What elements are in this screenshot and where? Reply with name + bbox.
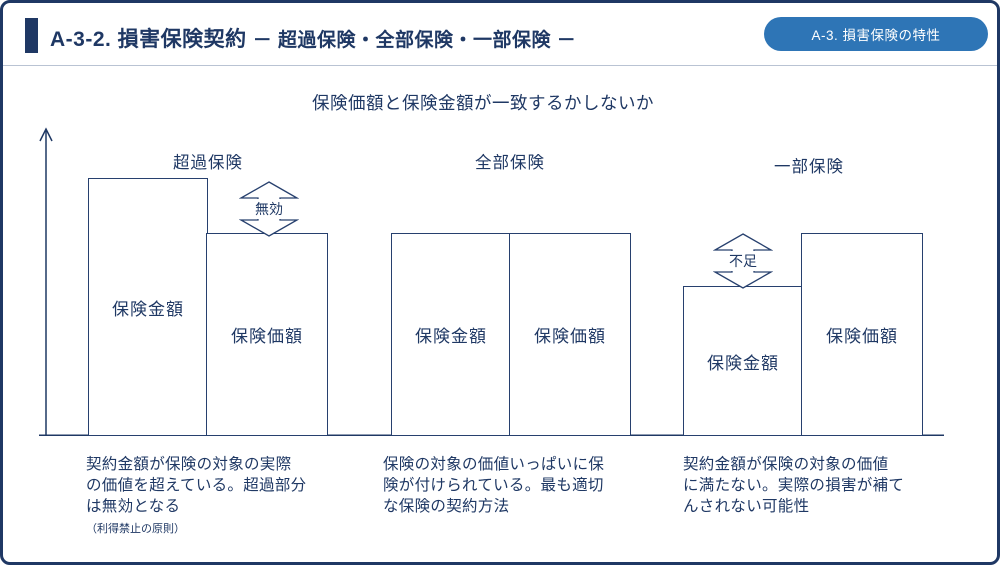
bar-excess-insured-value: 保険価額 bbox=[206, 233, 328, 436]
gap-label-void: 無効 bbox=[253, 199, 285, 219]
description-note: （利得禁止の原則） bbox=[86, 522, 185, 535]
bar-excess-insured-amount: 保険金額 bbox=[88, 178, 208, 436]
bar-label: 保険価額 bbox=[826, 327, 898, 346]
bar-label: 保険金額 bbox=[112, 299, 184, 319]
chart-title: 保険価額と保険金額が一致するかしないか bbox=[312, 93, 654, 113]
gap-arrow-void: 無効 bbox=[239, 181, 299, 237]
bar-partial-insured-amount: 保険金額 bbox=[683, 286, 803, 436]
description-text: 契約金額が保険の対象の実際 の価値を超えている。超過部分 は無効となる bbox=[86, 456, 307, 515]
y-axis-arrowhead-icon bbox=[39, 127, 53, 142]
group-label-full: 全部保険 bbox=[475, 154, 545, 172]
bar-label: 保険価額 bbox=[231, 327, 303, 346]
description-full: 保険の対象の価値いっぱいに保 険が付けられている。最も適切 な保険の契約方法 bbox=[383, 455, 658, 518]
bar-label: 保険金額 bbox=[415, 327, 487, 346]
description-text: 契約金額が保険の対象の価値 に満たない。実際の損害が補て んされない可能性 bbox=[683, 456, 905, 515]
section-badge: A-3. 損害保険の特性 bbox=[764, 17, 988, 51]
description-partial: 契約金額が保険の対象の価値 に満たない。実際の損害が補て んされない可能性 bbox=[683, 455, 963, 518]
description-text: 保険の対象の価値いっぱいに保 険が付けられている。最も適切 な保険の契約方法 bbox=[383, 456, 605, 515]
description-excess: 契約金額が保険の対象の実際 の価値を超えている。超過部分 は無効となる （利得禁… bbox=[86, 455, 356, 536]
header-divider bbox=[3, 65, 997, 66]
gap-label-shortfall: 不足 bbox=[727, 251, 759, 271]
page-title-main: A-3-2. 損害保険契約 bbox=[50, 28, 247, 51]
gap-arrow-shortfall: 不足 bbox=[713, 233, 773, 289]
group-label-partial: 一部保険 bbox=[774, 158, 844, 176]
bar-full-insured-value: 保険価額 bbox=[509, 233, 631, 436]
bar-full-insured-amount: 保険金額 bbox=[391, 233, 511, 436]
title-accent-bar bbox=[25, 18, 38, 53]
page-title-sub: － 超過保険・全部保険・一部保険 － bbox=[252, 30, 577, 51]
bar-label: 保険金額 bbox=[707, 353, 779, 373]
bar-partial-insured-value: 保険価額 bbox=[801, 233, 923, 436]
group-label-excess: 超過保険 bbox=[173, 154, 243, 172]
page-title: A-3-2. 損害保険契約－ 超過保険・全部保険・一部保険 － bbox=[50, 23, 576, 53]
bar-label: 保険価額 bbox=[534, 327, 606, 346]
